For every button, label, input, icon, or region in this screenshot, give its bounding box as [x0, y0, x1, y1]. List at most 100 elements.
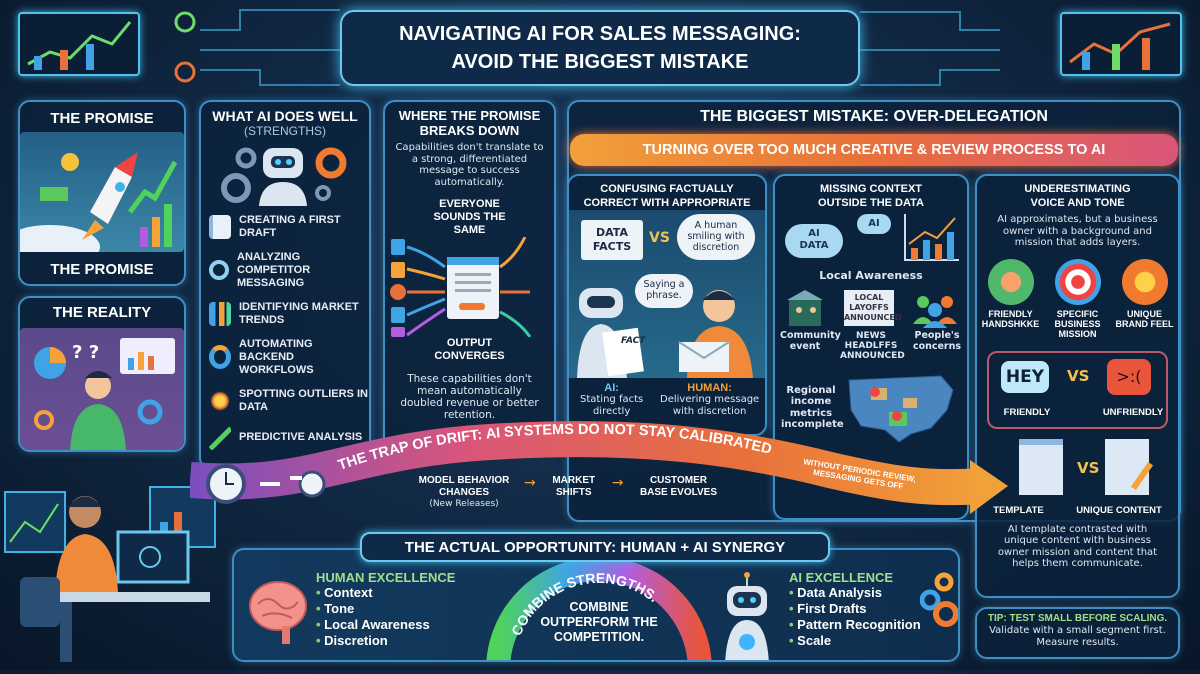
tip-body: Validate with a small segment first. Mea…	[989, 625, 1166, 648]
drift-step-note: (New Releases)	[429, 499, 499, 509]
chart-monitor-right-icon	[1060, 12, 1182, 76]
person-at-computer-illustration	[0, 462, 222, 670]
rocket-growth-illustration	[20, 132, 184, 269]
brand-feel-label: Unique Brand Feel	[1115, 308, 1174, 329]
rainbow-arc: COMBINE STRENGTHS.	[486, 557, 712, 660]
page-title: Navigating AI for Sales Messaging: Avoid…	[340, 10, 860, 86]
drift-step: MARKET SHIFTS	[552, 475, 596, 498]
list-item: Scale	[789, 633, 921, 649]
robot-icon	[725, 572, 769, 660]
chart-monitor-left-icon	[18, 12, 140, 76]
confusing-panel: Confusing factually correct with appropr…	[567, 174, 767, 436]
svg-text:? ?: ? ?	[72, 342, 99, 363]
magnifier-icon	[209, 260, 229, 281]
voice-intro: AI approximates, but a business owner wi…	[997, 214, 1158, 248]
title-line-1: Navigating AI for Sales Messaging:	[399, 23, 801, 45]
voice-panel: Underestimating voice and tone AI approx…	[975, 174, 1180, 598]
list-item: Predictive Analysis	[209, 425, 369, 450]
human-bubble: A human smiling with discretion	[677, 214, 755, 260]
ai-label: AI:	[604, 382, 619, 394]
tip-title: TIP: TEST SMALL BEFORE SCALING.	[987, 613, 1168, 624]
arrow-right-icon: →	[524, 475, 536, 491]
strengths-subheading: (Strengths)	[244, 124, 326, 138]
promise-heading: The Promise	[50, 110, 154, 127]
local-awareness-label: Local Awareness	[819, 269, 923, 282]
drift-steps: MODEL BEHAVIOR CHANGES(New Releases) → M…	[418, 475, 719, 509]
data-facts-card: DATA FACTS	[581, 220, 643, 260]
unique-document-icon	[1105, 438, 1149, 495]
breakdown-intro: Capabilities don't translate to a strong…	[395, 142, 544, 188]
ai-cloud: AI	[857, 214, 891, 234]
gears-icon	[209, 345, 231, 370]
us-map-icon	[848, 375, 954, 443]
opportunity-heading: The Actual Opportunity: Human + AI Syner…	[360, 532, 830, 562]
list-item: Creating a First Draft	[209, 214, 369, 239]
mistake-heading: The Biggest Mistake: Over-Delegation	[700, 108, 1048, 125]
strengths-panel: What AI Does Well (Strengths) Creating a…	[199, 100, 371, 470]
community-event-icon	[786, 289, 823, 326]
list-item: Identifying Market Trends	[209, 301, 369, 326]
list-item: Pattern Recognition	[789, 617, 921, 633]
reality-panel: The Reality ? ?	[18, 296, 186, 452]
hey-bubble: HEY	[1001, 360, 1049, 393]
news-headline-label: NEWS HEADLFFS ANNOUNCED	[840, 330, 905, 362]
breakdown-heading: Where the Promise Breaks Down	[398, 108, 541, 138]
gears-icon	[920, 572, 958, 627]
phrase-bubble: Saying a phrase.	[635, 274, 693, 308]
drift-step: CUSTOMER BASE EVOLVES	[639, 475, 717, 498]
list-item: Local Awareness	[316, 617, 455, 633]
combine-center-text: COMBINE OUTPERFORM THE COMPETITION.	[540, 600, 658, 644]
drift-step: MODEL BEHAVIOR CHANGES	[418, 475, 510, 498]
strengths-heading: What AI Does Well	[212, 108, 358, 124]
robot-human-illustration: DATA FACTS VS A human smiling with discr…	[569, 210, 765, 378]
peoples-concerns-label: People's concerns	[912, 329, 962, 352]
confusing-heading: Confusing factually correct with appropr…	[583, 183, 751, 209]
vs-label: VS	[649, 230, 670, 246]
people-icon	[913, 295, 958, 328]
confused-person-illustration: ? ?	[20, 328, 184, 450]
breakdown-footer: These capabilities don't mean automatica…	[400, 373, 539, 422]
spark-icon	[209, 389, 231, 414]
arrow-right-icon: →	[611, 475, 624, 491]
breakdown-panel: Where the Promise Breaks Down Capabiliti…	[383, 100, 556, 452]
opportunity-panel: COMBINE STRENGTHS. COMBINE OUTPERFORM TH…	[232, 548, 960, 662]
tone-comparison: HEY VS >:( Friendly Unfriendly	[987, 350, 1168, 429]
list-item: Automating Backend Workflows	[209, 338, 369, 376]
trend-chart-icon	[209, 301, 231, 326]
clock-icon	[298, 470, 326, 498]
tip-box: TIP: TEST SMALL BEFORE SCALING. Validate…	[975, 607, 1180, 659]
list-item: Spotting Outliers in Data	[209, 388, 369, 414]
unfriendly-label: Unfriendly	[1102, 406, 1164, 418]
unique-content-label: Unique Content	[1076, 504, 1162, 516]
voice-heading: Underestimating voice and tone	[1024, 183, 1131, 209]
list-item: Analyzing Competitor Messaging	[209, 251, 369, 289]
robot-gears-icon	[201, 138, 369, 208]
list-item: Context	[316, 585, 455, 601]
voice-description: AI template contrasted with unique conte…	[997, 523, 1158, 570]
document-icon	[209, 214, 231, 239]
list-item: Tone	[316, 601, 455, 617]
business-mission-label: Specific Business Mission	[1054, 308, 1101, 339]
ai-description: Stating facts directly	[579, 394, 644, 417]
template-document-icon	[1019, 438, 1063, 495]
growth-chart-icon	[209, 425, 231, 450]
local-layoffs-headline: LOCAL LAYOFFS ANNOUNCED	[843, 289, 902, 326]
human-description: Delivering message with discretion	[660, 394, 760, 417]
ai-excellence-title: AI Excellence	[789, 570, 894, 585]
handshake-icon	[987, 258, 1034, 305]
friendly-label: Friendly	[1003, 406, 1051, 418]
vs-label: VS	[1067, 366, 1090, 385]
list-item: Data Analysis	[789, 585, 921, 601]
brain-icon	[249, 581, 307, 644]
vs-label: VS	[1077, 458, 1100, 477]
reality-heading: The Reality	[52, 304, 152, 321]
mistake-banner: Turning over too much creative & review …	[570, 134, 1178, 166]
human-excellence-title: Human Excellence	[316, 570, 456, 585]
target-icon	[1054, 258, 1101, 305]
everyone-sounds-same-label: Everyone sounds the same	[433, 198, 506, 236]
output-converges-label: Output converges	[434, 337, 505, 362]
bar-chart-icon	[904, 214, 959, 261]
template-label: Template	[993, 504, 1044, 516]
list-item: First Drafts	[789, 601, 921, 617]
ai-data-cloud: AI DATA	[785, 224, 843, 258]
